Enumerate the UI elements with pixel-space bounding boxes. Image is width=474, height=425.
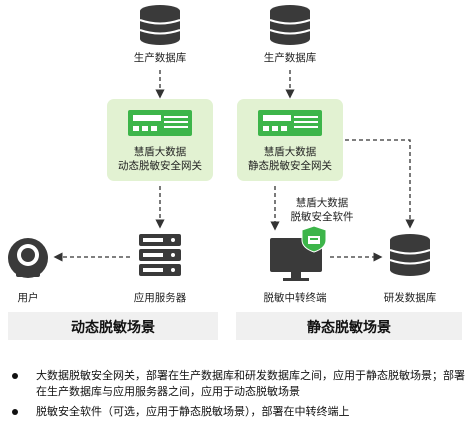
dynamic-scene-banner — [8, 312, 218, 340]
app-server-icon — [139, 234, 181, 276]
bullet-dot — [12, 373, 18, 379]
static-scene-title: 静态脱敏场景 — [307, 320, 391, 336]
dev-db-label: 研发数据库 — [383, 292, 437, 304]
static-gateway-title: 慧盾大数据 — [263, 146, 317, 158]
description-item: 脱敏安全软件（可选，应用于静态脱敏场景），部署在中转终端上 — [8, 404, 470, 420]
static-gateway-subtitle: 静态脱敏安全网关 — [248, 160, 332, 172]
description-text-software: 脱敏安全软件（可选，应用于静态脱敏场景），部署在中转终端上 — [36, 405, 350, 418]
left-production-db-label: 生产数据库 — [133, 52, 187, 64]
security-software-shield-icon — [301, 225, 327, 253]
user-icon — [8, 238, 48, 278]
dynamic-gateway-title: 慧盾大数据 — [133, 146, 187, 158]
description-text-gateway: 大数据脱敏安全网关，部署在生产数据库和研发数据库之间，应用于静态脱敏场景；部署在… — [36, 369, 465, 398]
software-subtitle: 脱敏安全软件 — [290, 211, 354, 223]
static-gateway-appliance-icon — [258, 110, 322, 136]
arrow-gateway-to-dev-db — [345, 139, 415, 229]
dynamic-scene-title: 动态脱敏场景 — [71, 320, 155, 336]
software-title: 慧盾大数据 — [295, 197, 349, 209]
dynamic-gateway-subtitle: 动态脱敏安全网关 — [118, 160, 202, 172]
dev-database-icon — [389, 234, 431, 276]
description-list: 大数据脱敏安全网关，部署在生产数据库和研发数据库之间，应用于静态脱敏场景；部署在… — [8, 368, 470, 420]
transfer-terminal-label: 脱敏中转终端 — [263, 292, 327, 304]
app-server-label: 应用服务器 — [133, 292, 187, 304]
right-production-db-label: 生产数据库 — [263, 52, 317, 64]
production-database-icon-right — [269, 5, 311, 45]
user-label: 用户 — [17, 292, 39, 304]
static-scene-banner — [236, 312, 462, 340]
dynamic-gateway-appliance-icon — [128, 110, 192, 136]
description-item: 大数据脱敏安全网关，部署在生产数据库和研发数据库之间，应用于静态脱敏场景；部署在… — [8, 368, 470, 400]
bullet-dot — [12, 409, 18, 415]
production-database-icon-left — [139, 5, 181, 45]
